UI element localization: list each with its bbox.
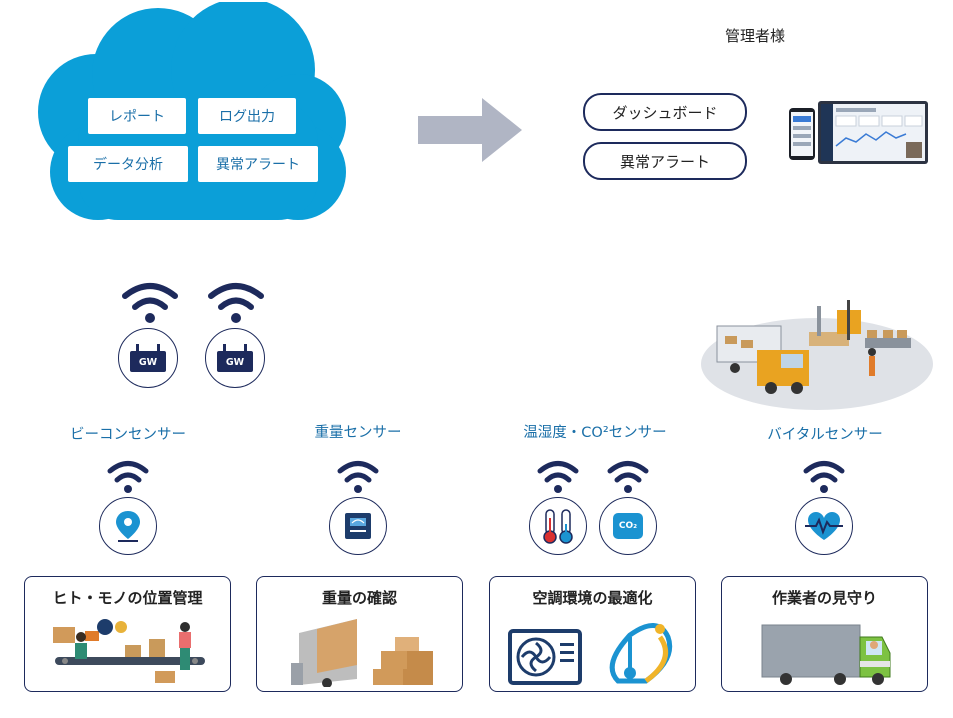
sensor-label-beacon: ビーコンセンサー — [70, 427, 186, 443]
card-title: ヒト・モノの位置管理 — [52, 589, 203, 607]
cloud-chip-report: レポート — [88, 98, 186, 134]
card-title: 空調環境の最適化 — [532, 589, 653, 607]
wifi-icon — [122, 283, 178, 323]
gateway-label: GW — [225, 357, 245, 368]
card-location: ヒト・モノの位置管理 — [24, 576, 231, 692]
wifi-icon — [337, 461, 379, 493]
right-arrow-icon — [418, 98, 522, 162]
weight-sensor — [329, 497, 387, 555]
gateway-label: GW — [138, 357, 158, 368]
wifi-icon — [537, 461, 579, 493]
scale-icon — [345, 513, 371, 539]
thermometer-icon — [543, 509, 573, 544]
cloud-chip-alert: 異常アラート — [198, 146, 318, 182]
warehouse-illustration — [701, 300, 933, 410]
sensor-label-vital: バイタルセンサー — [767, 427, 883, 443]
co2-badge-text: CO₂ — [618, 521, 638, 531]
gateway-1: GW — [118, 328, 178, 388]
gateway-icon — [130, 344, 166, 372]
wifi-icon — [803, 461, 845, 493]
admin-title: 管理者様 — [724, 27, 785, 45]
cloud-chip-log: ログ出力 — [198, 98, 296, 134]
dashboard-pill: ダッシュボード — [583, 93, 747, 131]
cloud-chip-analysis: データ分析 — [68, 146, 188, 182]
truck-driver-illustration — [761, 624, 891, 685]
sensor-label-temp-co2: 温湿度・CO²センサー — [523, 425, 667, 441]
wifi-icon — [208, 283, 264, 323]
aircon-climate-illustration — [508, 623, 673, 685]
wifi-icon — [607, 461, 649, 493]
cloud-shape — [38, 2, 346, 220]
card-title: 重量の確認 — [321, 589, 397, 607]
card-worker-watch: 作業者の見守り — [721, 576, 928, 692]
vital-sensor — [795, 497, 853, 555]
sensor-label-weight: 重量センサー — [314, 425, 402, 441]
wifi-icon — [107, 461, 149, 493]
co2-sensor: CO₂ — [599, 497, 657, 555]
truck-boxes-illustration — [291, 619, 433, 687]
map-pin-icon — [116, 511, 140, 542]
dashboard-devices-illustration — [789, 101, 928, 164]
card-aircon: 空調環境の最適化 — [489, 576, 696, 692]
factory-line-illustration — [53, 619, 205, 683]
card-title: 作業者の見守り — [771, 589, 877, 607]
temperature-sensor — [529, 497, 587, 555]
beacon-sensor — [99, 497, 157, 555]
heart-pulse-icon — [805, 512, 843, 540]
gateway-2: GW — [205, 328, 265, 388]
card-weight: 重量の確認 — [256, 576, 463, 692]
alert-pill: 異常アラート — [583, 142, 747, 180]
gateway-icon — [217, 344, 253, 372]
